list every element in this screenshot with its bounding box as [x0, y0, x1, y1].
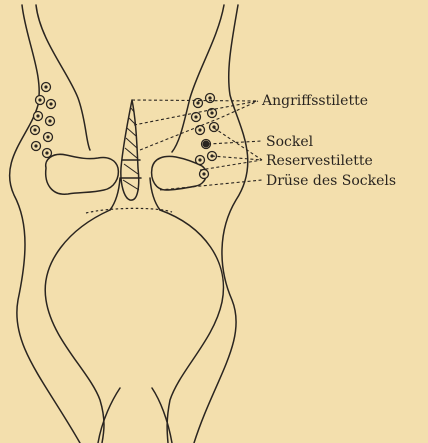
bulb-outline-right — [160, 210, 223, 443]
tube-wall-right — [150, 178, 160, 210]
leader-druese — [160, 180, 262, 190]
leader-reservestilette-3 — [200, 160, 262, 170]
label-angriffsstilette: Angriffsstilette — [262, 93, 368, 109]
leader-reservestilette-2 — [212, 156, 262, 160]
bulb-outline — [45, 210, 110, 443]
bulb-lumen-right — [152, 388, 172, 443]
label-reservestilette: Reservestilette — [266, 153, 373, 169]
outer-body-wall-right — [194, 5, 248, 443]
bulb-lumen — [98, 388, 120, 443]
inner-wall-upper-left — [36, 5, 90, 150]
label-druese-des-sockels: Drüse des Sockels — [266, 173, 396, 189]
gland-lobe-left — [46, 154, 119, 194]
attack-stylet — [121, 100, 139, 200]
reserve-stylets-left — [31, 83, 56, 158]
label-sockel: Sockel — [266, 134, 313, 150]
outer-body-wall-left — [10, 5, 80, 443]
leader-reservestilette-1 — [214, 128, 262, 160]
reserve-stylets-right — [192, 94, 219, 179]
leader-angriffsstilette-1 — [132, 100, 258, 101]
